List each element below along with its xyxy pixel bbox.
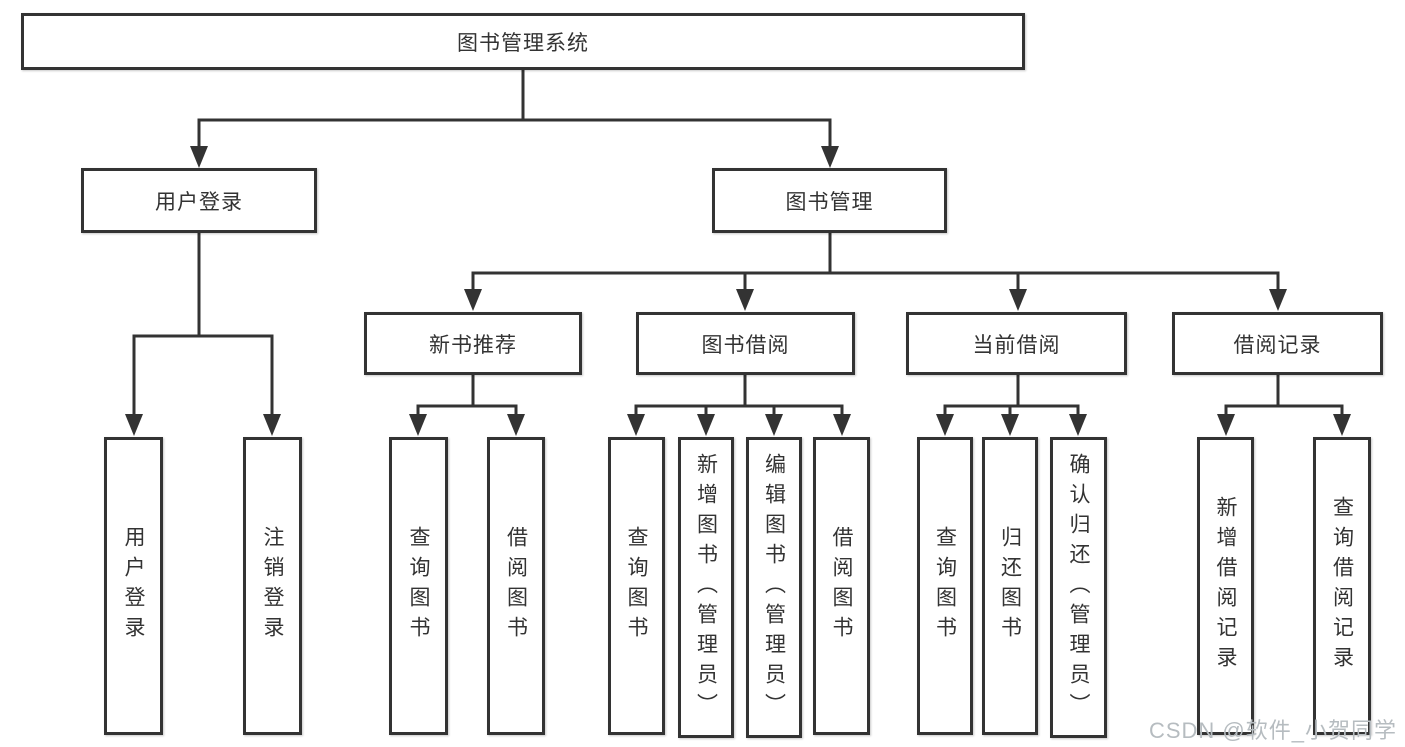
node-logout: 注销登录 xyxy=(243,437,302,735)
node-add-borrow-record-label: 新增借阅记录 xyxy=(1214,496,1238,676)
node-add-book-admin-label: 新增图书（管理员） xyxy=(694,452,718,723)
node-current-borrow: 当前借阅 xyxy=(906,312,1127,375)
node-new-book-recommend: 新书推荐 xyxy=(364,312,582,375)
node-logout-label: 注销登录 xyxy=(261,526,285,646)
node-user-login-label: 用户登录 xyxy=(155,190,243,214)
watermark: CSDN @软件_小贺同学 xyxy=(1148,718,1397,743)
arrowheads xyxy=(125,146,1351,436)
node-root-label: 图书管理系统 xyxy=(457,31,589,55)
node-user-login-leaf: 用户登录 xyxy=(104,437,163,735)
node-query-book-label: 查询图书 xyxy=(407,526,431,646)
node-edit-book-admin-label: 编辑图书（管理员） xyxy=(762,452,786,723)
node-query-book: 查询图书 xyxy=(389,437,448,735)
node-root: 图书管理系统 xyxy=(21,13,1025,70)
node-return-book-label: 归还图书 xyxy=(998,526,1022,646)
node-query-book-label: 查询图书 xyxy=(933,526,957,646)
node-query-borrow-record: 查询借阅记录 xyxy=(1313,437,1371,735)
node-query-book-label: 查询图书 xyxy=(625,526,649,646)
node-user-login: 用户登录 xyxy=(81,168,317,233)
node-book-management: 图书管理 xyxy=(712,168,947,233)
node-query-book: 查询图书 xyxy=(608,437,665,735)
node-borrow-records: 借阅记录 xyxy=(1172,312,1383,375)
node-user-login-leaf-label: 用户登录 xyxy=(122,526,146,646)
node-new-book-recommend-label: 新书推荐 xyxy=(429,333,517,357)
node-borrow-book: 借阅图书 xyxy=(487,437,545,735)
node-current-borrow-label: 当前借阅 xyxy=(972,333,1061,357)
node-borrow-records-label: 借阅记录 xyxy=(1233,333,1322,357)
node-add-borrow-record: 新增借阅记录 xyxy=(1197,437,1254,735)
node-return-book: 归还图书 xyxy=(982,437,1038,735)
node-borrow-book-label: 借阅图书 xyxy=(830,526,854,646)
node-edit-book-admin: 编辑图书（管理员） xyxy=(746,437,802,738)
node-add-book-admin: 新增图书（管理员） xyxy=(678,437,734,738)
node-book-borrow: 图书借阅 xyxy=(636,312,855,375)
node-confirm-return-admin: 确认归还（管理员） xyxy=(1050,437,1107,738)
node-book-management-label: 图书管理 xyxy=(785,190,874,214)
node-book-borrow-label: 图书借阅 xyxy=(701,333,790,357)
node-borrow-book-label: 借阅图书 xyxy=(504,526,528,646)
node-confirm-return-admin-label: 确认归还（管理员） xyxy=(1067,452,1091,723)
node-query-borrow-record-label: 查询借阅记录 xyxy=(1330,496,1354,676)
node-query-book: 查询图书 xyxy=(917,437,973,735)
node-borrow-book: 借阅图书 xyxy=(813,437,870,735)
